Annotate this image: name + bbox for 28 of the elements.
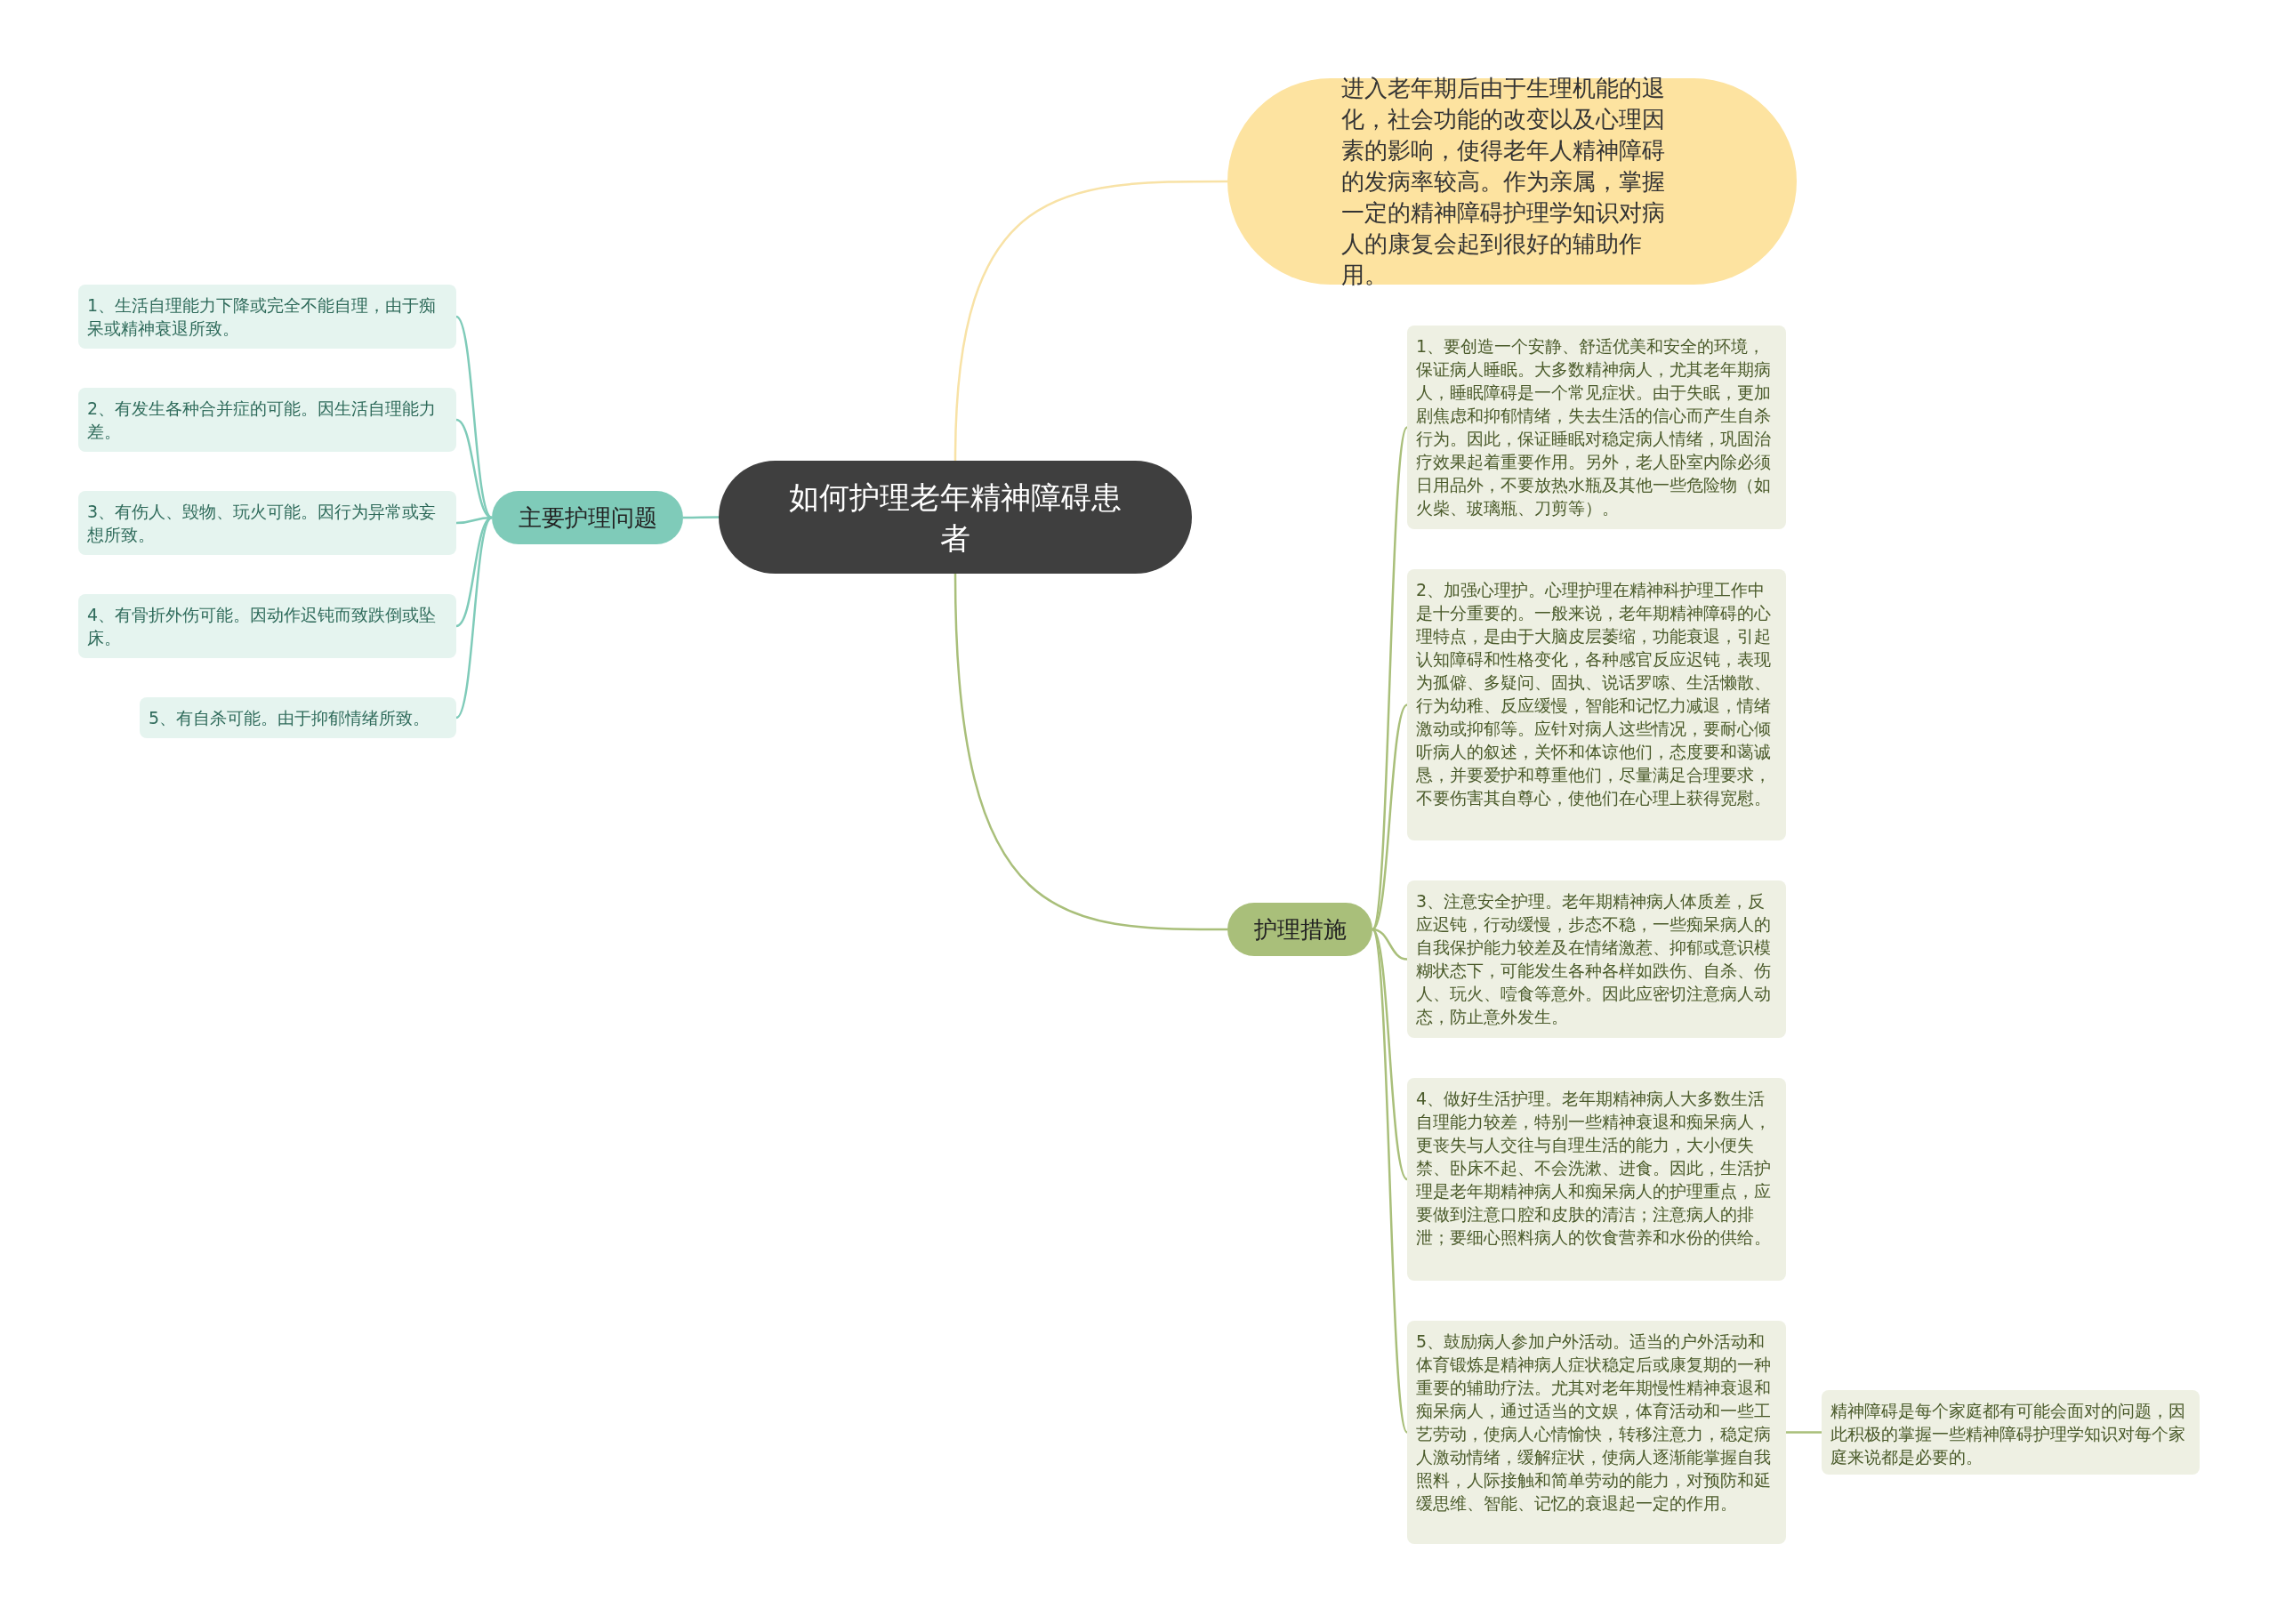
connector-line — [1372, 703, 1408, 930]
connector-line — [455, 516, 493, 628]
topic-card: 3、注意安全护理。老年期精神病人体质差，反应迟钝，行动缓慢，步态不稳，一些痴呆病人的自我保护能力较差及在情绪激惹、抑郁或意识模糊状态下，可能发生各种各样如跌伤、自杀、伤人、玩火、噎食等意外。因此应密切注意病人动态，防止意外发生。 — [1407, 880, 1786, 1038]
connector-line — [953, 180, 1227, 462]
connector-line — [455, 418, 493, 519]
connector-line — [1786, 1431, 1822, 1434]
topic-card: 5、有自杀可能。由于抑郁情绪所致。 — [140, 697, 456, 738]
topic-card: 4、做好生活护理。老年期精神病人大多数生活自理能力较差，特别一些精神衰退和痴呆病人，更丧失与人交往与自理生活的能力，大小便失禁、卧床不起、不会洗漱、进食。因此，生活护理是老年期精神病人和痴呆病人的护理重点，应要做到注意口腔和皮肤的清洁；注意病人的排泄；要细心照料病人的饮食营养和水份的供给。 — [1407, 1078, 1786, 1281]
connector-line — [1372, 929, 1408, 1180]
connector-line — [683, 516, 719, 519]
connector-line — [1372, 928, 1408, 961]
topic-card: 精神障碍是每个家庭都有可能会面对的问题，因此积极的掌握一些精神障碍护理学知识对每个家庭来说都是必要的。 — [1822, 1390, 2200, 1475]
topic-card: 3、有伤人、毁物、玩火可能。因行为异常或妄想所致。 — [78, 491, 456, 555]
connector-line — [1371, 427, 1409, 930]
connector-line — [455, 316, 493, 519]
topic-card: 2、有发生各种合并症的可能。因生活自理能力差。 — [78, 388, 456, 452]
root-topic-box: 如何护理老年精神障碍患者 — [719, 461, 1192, 574]
intro-bubble: 进入老年期后由于生理机能的退化，社会功能的改变以及心理因素的影响，使得老年人精神障碍的发病率较高。作为亲属，掌握一定的精神障碍护理学知识对病人的康复会起到很好的辅助作用。 — [1227, 78, 1797, 285]
branch-label: 主要护理问题 — [492, 491, 683, 544]
topic-card: 1、要创造一个安静、舒适优美和安全的环境，保证病人睡眠。大多数精神病人，尤其老年期病人，睡眠障碍是一个常见症状。由于失眠，更加剧焦虑和抑郁情绪，失去生活的信心而产生自杀行为。因此，保证睡眠对稳定病人情绪，巩固治疗效果起着重要作用。另外，老人卧室内除必须日用品外，不要放热水瓶及其他一些危险物（如火柴、玻璃瓶、刀剪等）。 — [1407, 326, 1786, 529]
connector-line — [1371, 929, 1409, 1433]
topic-card: 1、生活自理能力下降或完全不能自理，由于痴呆或精神衰退所致。 — [78, 285, 456, 349]
topic-card: 4、有骨折外伤可能。因动作迟钝而致跌倒或坠床。 — [78, 594, 456, 658]
topic-card: 5、鼓励病人参加户外活动。适当的户外活动和体育锻炼是精神病人症状稳定后或康复期的一种重要的辅助疗法。尤其对老年期慢性精神衰退和痴呆病人，通过适当的文娱，体育活动和一些工艺劳动，使病人心情愉快，转移注意力，稳定病人激动情绪，缓解症状，使病人逐渐能掌握自我照料，人际接触和简单劳动的能力，对预防和延缓思维、智能、记忆的衰退起一定的作用。 — [1407, 1321, 1786, 1544]
connector-line — [953, 573, 1227, 931]
topic-card: 2、加强心理护。心理护理在精神科护理工作中是十分重要的。一般来说，老年期精神障碍的心理特点，是由于大脑皮层萎缩，功能衰退，引起认知障碍和性格变化，各种感官反应迟钝，表现为孤僻、多疑问、固执、说话罗嗦、生活懒散、行为幼稚、反应缓慢，智能和记忆力减退，情绪激动或抑郁等。应针对病人这些情况，要耐心倾听病人的叙述，关怀和体谅他们，态度要和蔼诚恳，并要爱护和尊重他们，尽量满足合理要求，不要伤害其自尊心，使他们在心理上获得宽慰。 — [1407, 569, 1786, 840]
connector-line — [455, 517, 493, 719]
branch-label: 护理措施 — [1227, 903, 1372, 956]
